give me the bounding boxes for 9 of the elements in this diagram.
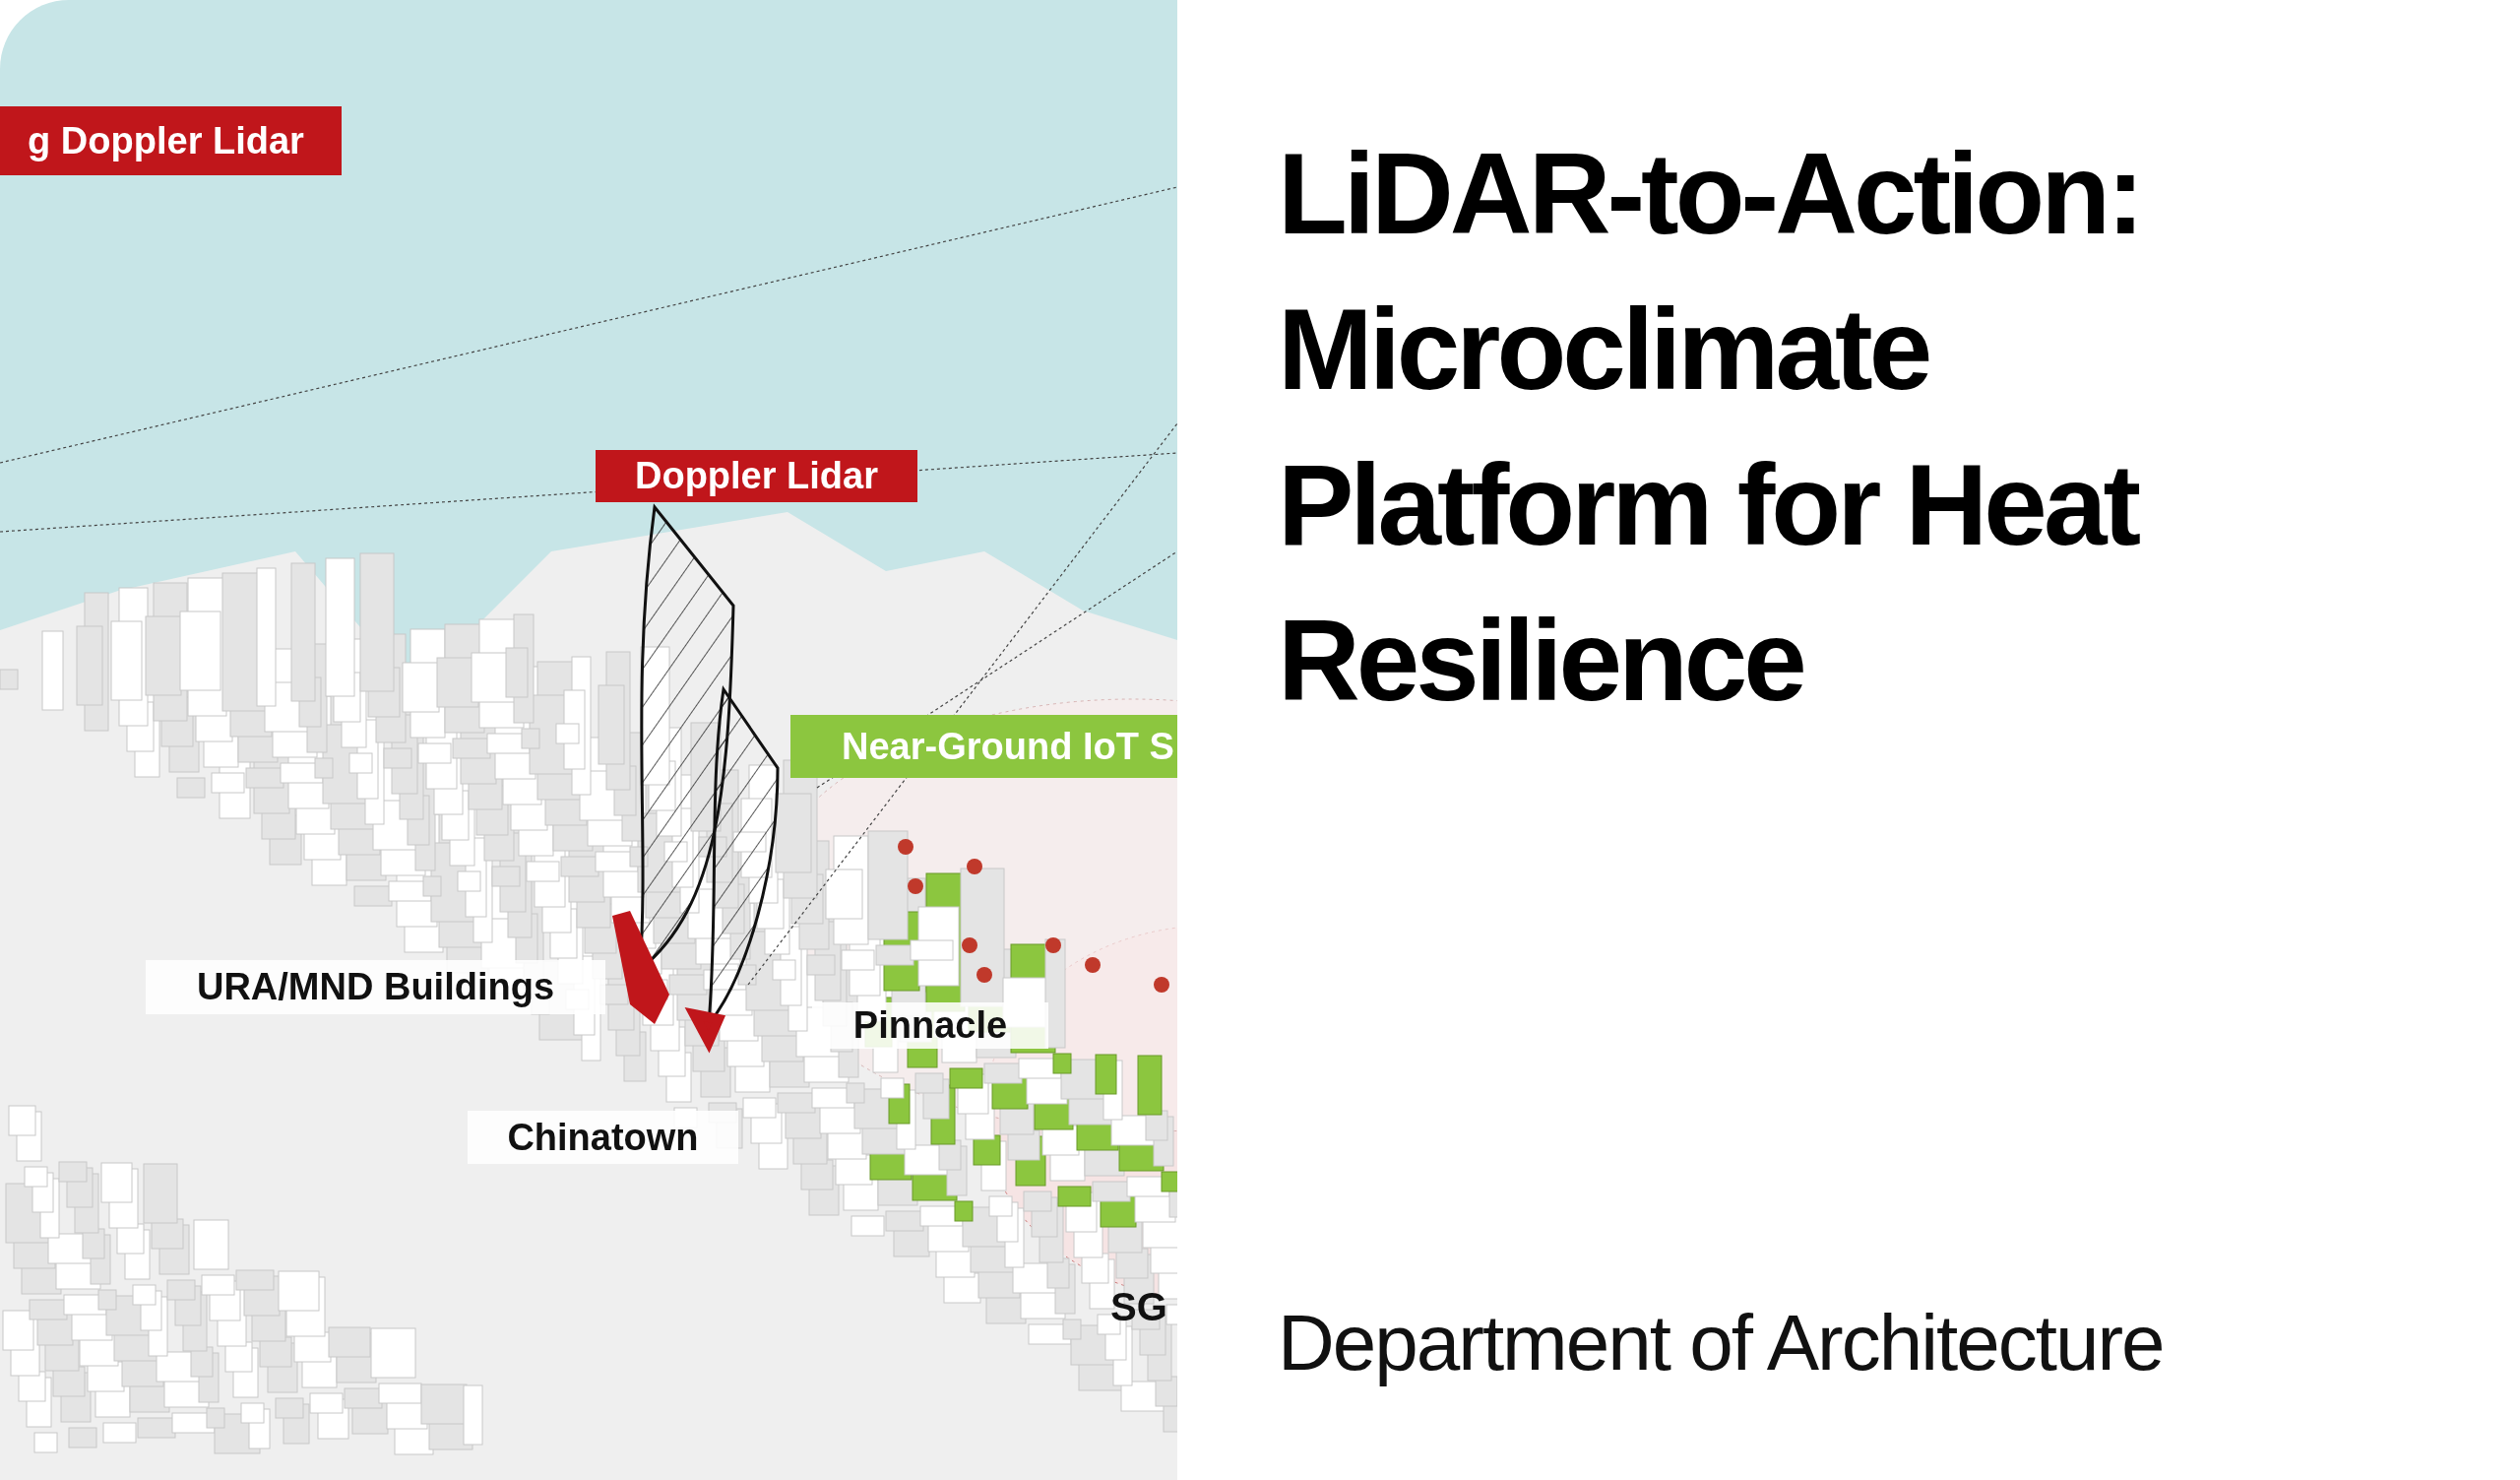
sensor-label-box: g Doppler Lidar bbox=[0, 106, 342, 175]
map-label-box: Chinatown bbox=[468, 1111, 738, 1164]
map-label-box: URA/MND Buildings bbox=[146, 960, 605, 1014]
department-name: Department of Architecture bbox=[1278, 1298, 2164, 1388]
sensor-label-box: Near-Ground IoT S bbox=[790, 715, 1177, 778]
map-label: SG bbox=[1110, 1285, 1167, 1329]
title: LiDAR-to-Action: Microclimate Platform for Heat Resilience bbox=[1278, 129, 2142, 727]
map-label-box: Pinnacle bbox=[812, 1002, 1048, 1049]
sensor-label-box: Doppler Lidar bbox=[596, 450, 917, 502]
